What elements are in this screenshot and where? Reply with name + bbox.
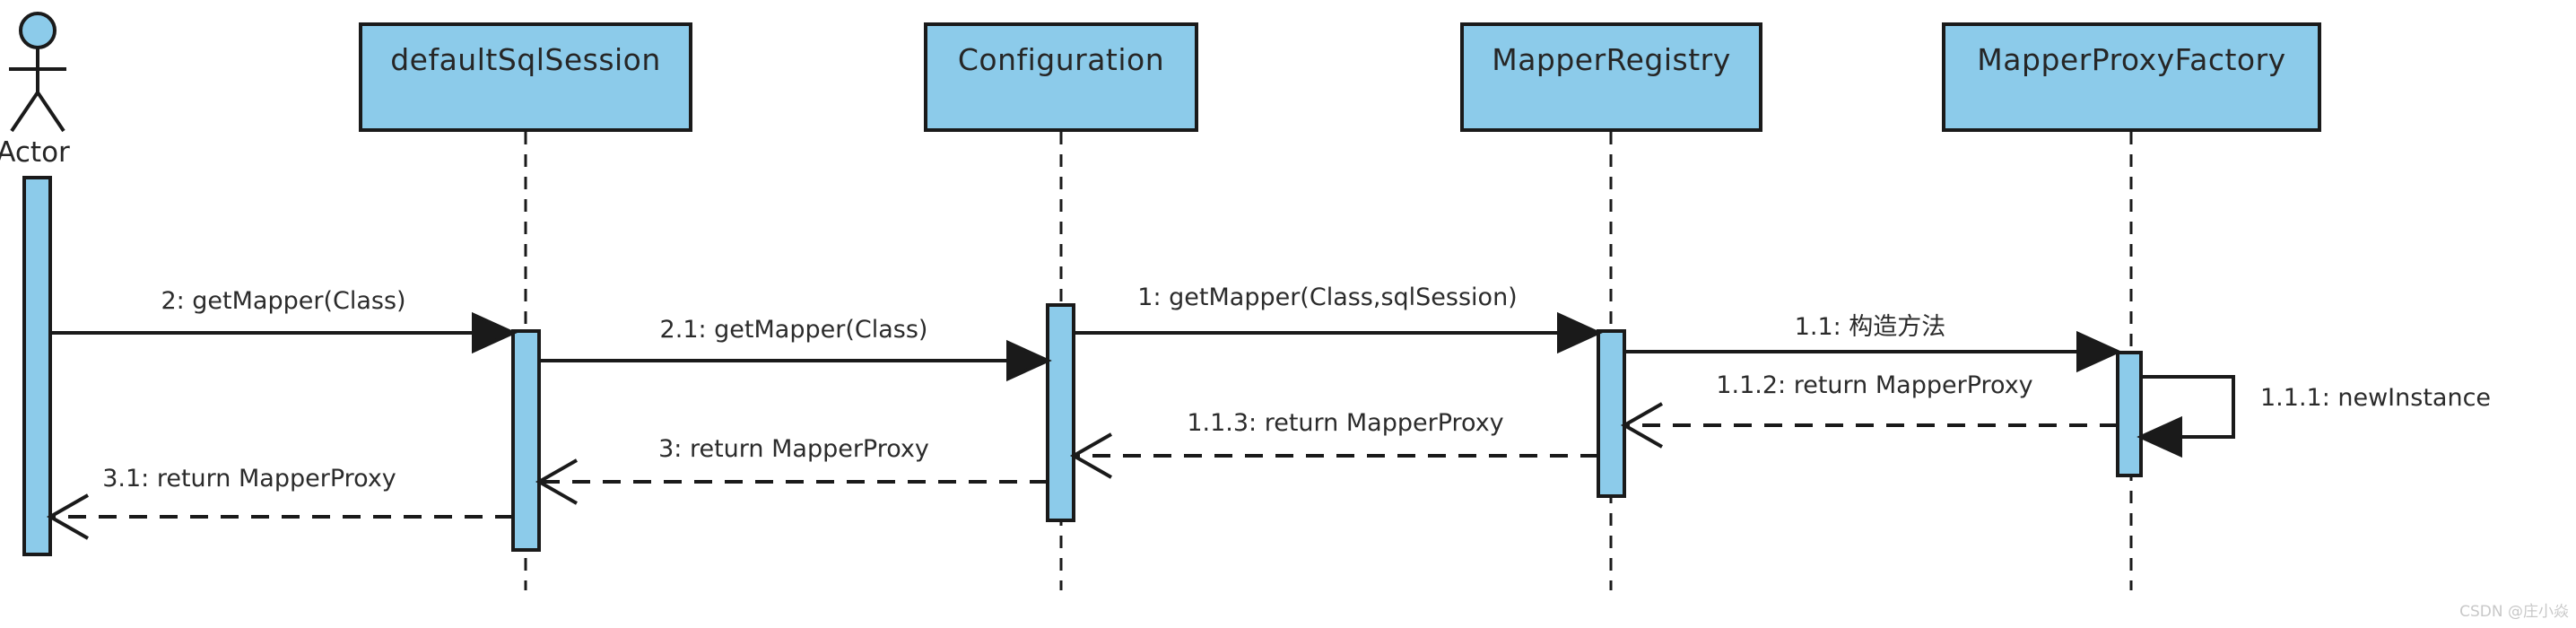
message-label-1-1-3: 1.1.3: return MapperProxy <box>1187 409 1504 437</box>
arrowhead-return-3-1 <box>46 493 89 540</box>
message-label-2: 2: getMapper(Class) <box>161 287 406 315</box>
activation-actor <box>22 176 52 556</box>
activation-configuration <box>1046 303 1075 522</box>
arrowhead-return-1-1-3 <box>1069 432 1112 479</box>
participant-label: MapperProxyFactory <box>1977 42 2286 77</box>
message-label-1-1-1: 1.1.1: newInstance <box>2260 384 2492 412</box>
participant-mapperregistry: MapperRegistry <box>1460 22 1762 132</box>
arrowhead-message-2 <box>472 311 518 354</box>
arrowhead-return-1-1-2 <box>1620 402 1663 449</box>
message-label-3: 3: return MapperProxy <box>658 435 929 463</box>
message-label-1-1: 1.1: 构造方法 <box>1794 313 1946 341</box>
actor-icon <box>9 12 66 133</box>
activation-mapperregistry <box>1597 329 1626 498</box>
participant-defaultsqlsession: defaultSqlSession <box>359 22 692 132</box>
participant-label: MapperRegistry <box>1492 42 1731 77</box>
arrowhead-return-3 <box>535 458 578 505</box>
arrowhead-message-1-1 <box>2076 330 2122 373</box>
message-line-1-1-1-self <box>2141 375 2235 439</box>
activation-defaultsqlsession <box>511 329 541 552</box>
participant-label: Configuration <box>957 42 1165 77</box>
message-label-1: 1: getMapper(Class,sqlSession) <box>1137 283 1518 311</box>
participant-configuration: Configuration <box>924 22 1198 132</box>
participant-mapperproxyfactory: MapperProxyFactory <box>1942 22 2321 132</box>
activation-mapperproxyfactory <box>2116 351 2143 477</box>
actor-label: Actor <box>0 136 70 169</box>
watermark: CSDN @庄小焱 <box>2459 603 2569 621</box>
message-label-1-1-2: 1.1.2: return MapperProxy <box>1716 371 2033 399</box>
arrowhead-message-1-1-1 <box>2137 415 2182 458</box>
participant-label: defaultSqlSession <box>390 42 661 77</box>
message-label-2-1: 2.1: getMapper(Class) <box>659 316 928 344</box>
arrowhead-message-1 <box>1557 311 1603 354</box>
message-label-3-1: 3.1: return MapperProxy <box>102 465 396 493</box>
arrowhead-message-2-1 <box>1006 339 1052 382</box>
